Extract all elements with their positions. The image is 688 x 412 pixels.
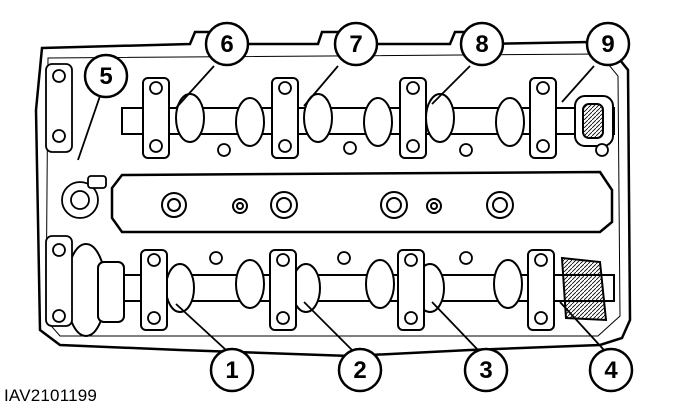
callout-6: 6 (204, 21, 250, 67)
leader-lines (77, 65, 605, 351)
upper-bearing-caps (142, 77, 557, 159)
callout-5-label: 5 (99, 63, 112, 90)
lower-bearing-caps (140, 249, 555, 331)
callout-6-label: 6 (220, 31, 233, 58)
callout-1-label: 1 (225, 357, 238, 384)
figure-id-caption: IAV2101199 (4, 386, 98, 405)
callout-1: 1 (209, 347, 255, 393)
callout-4: 4 (588, 347, 634, 393)
callout-5: 5 (83, 53, 129, 99)
callout-2: 2 (337, 347, 383, 393)
callout-8-label: 8 (475, 31, 488, 58)
callout-3-label: 3 (479, 357, 492, 384)
callout-3: 3 (463, 347, 509, 393)
callout-9-label: 9 (601, 31, 614, 58)
callout-7-label: 7 (349, 31, 362, 58)
callout-8: 8 (459, 21, 505, 67)
spark-plug-gallery (110, 170, 614, 234)
callout-2-label: 2 (353, 357, 366, 384)
callout-4-label: 4 (604, 357, 618, 384)
callout-9: 9 (585, 21, 631, 67)
callout-7: 7 (333, 21, 379, 67)
